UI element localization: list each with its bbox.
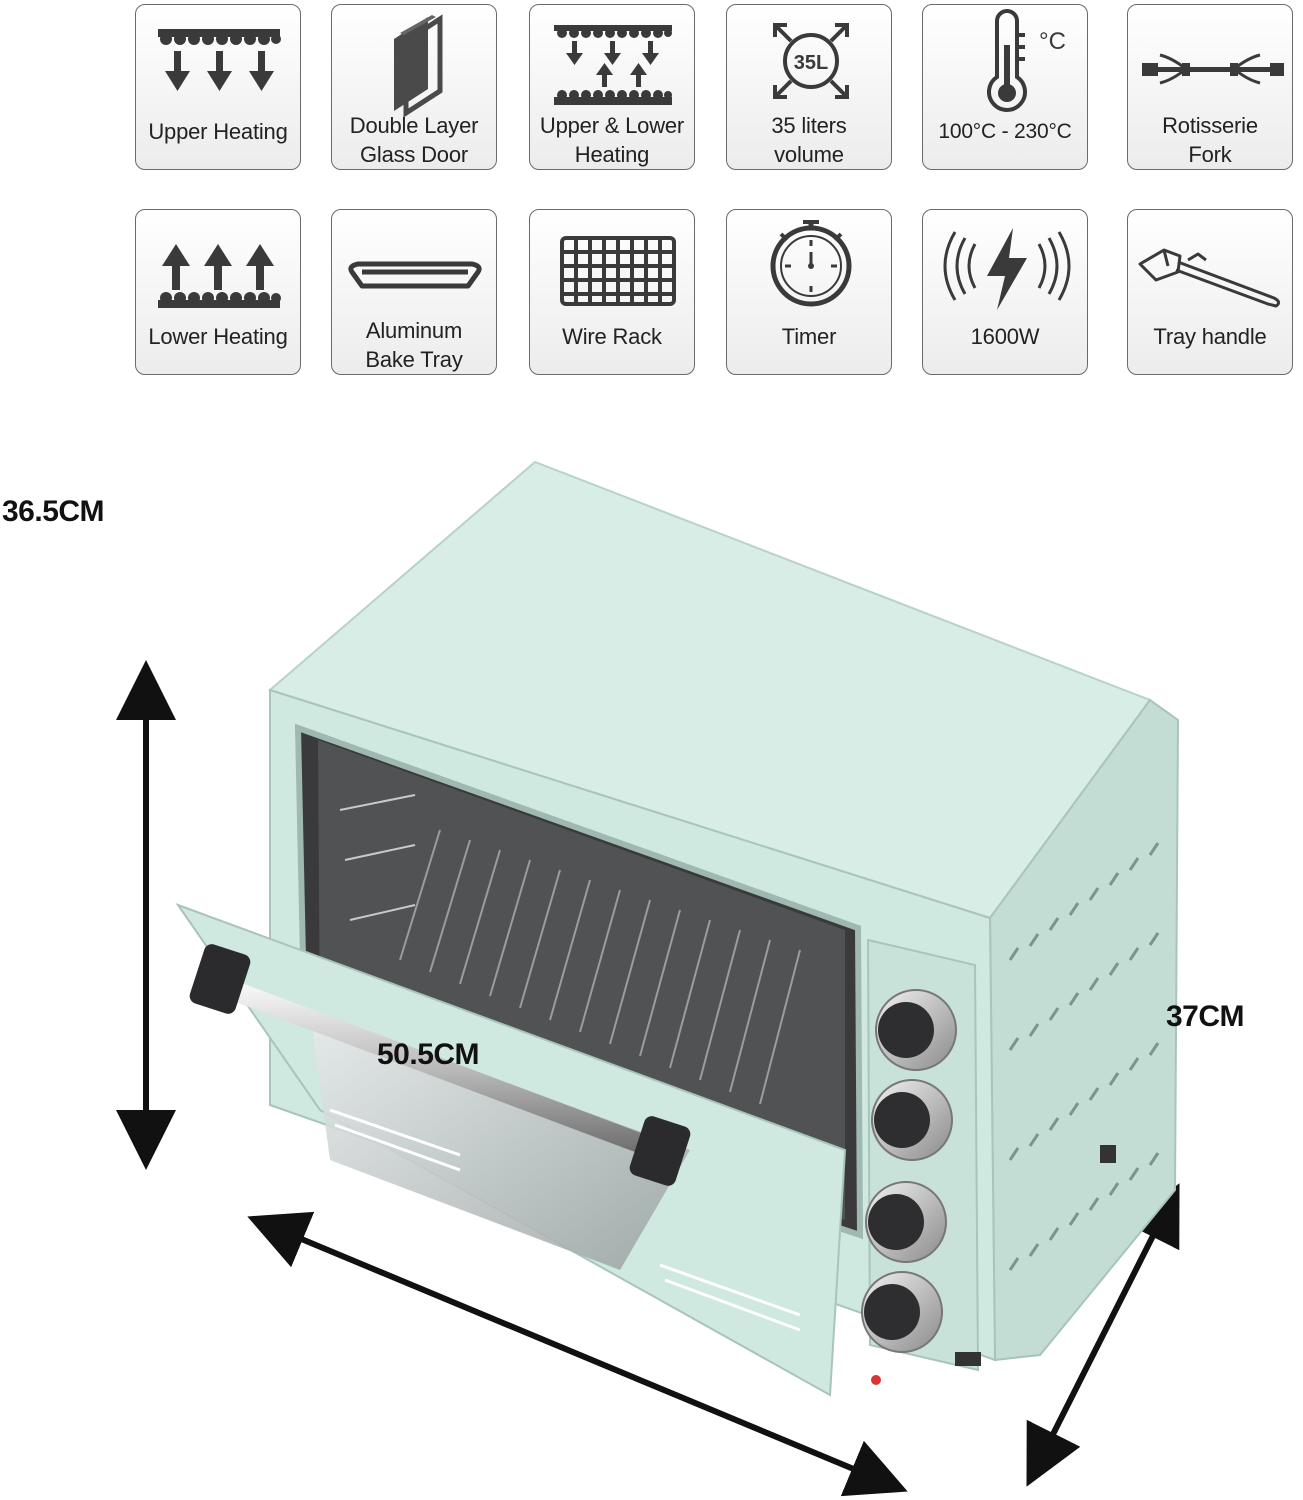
door-handle bbox=[189, 944, 691, 1186]
feature-tray-handle: Tray handle bbox=[1127, 209, 1293, 375]
feature-label: Double Layer Glass Door bbox=[349, 113, 479, 167]
feature-rotisserie-fork: Rotisserie Fork bbox=[1127, 4, 1293, 170]
timer-icon bbox=[770, 220, 852, 307]
oven-rack bbox=[399, 829, 801, 1105]
feature-glass-door: Double Layer Glass Door bbox=[331, 4, 497, 170]
control-knobs bbox=[861, 989, 957, 1385]
upper-heating-icon bbox=[158, 29, 281, 91]
feature-label: Lower Heating bbox=[148, 324, 288, 349]
width-dimension: 50.5CM bbox=[377, 1038, 480, 1071]
wire-rack-icon bbox=[560, 236, 676, 306]
rotisserie-fork-icon bbox=[1142, 53, 1284, 85]
width-arrow bbox=[247, 1211, 908, 1497]
feature-label: Upper Heating bbox=[148, 119, 288, 144]
feature-label: Aluminum Bake Tray bbox=[365, 318, 463, 372]
feature-label: Tray handle bbox=[1153, 324, 1267, 349]
depth-dimension: 37CM bbox=[1166, 1000, 1245, 1033]
tray-handle-icon bbox=[1138, 248, 1281, 308]
feature-upper-heating: Upper Heating bbox=[135, 4, 301, 170]
feature-wire-rack: Wire Rack bbox=[529, 209, 695, 375]
glass-door-icon bbox=[394, 14, 443, 118]
upper-lower-heating-icon bbox=[554, 25, 672, 105]
feature-temperature: °C 100°C - 230°C bbox=[922, 4, 1088, 170]
feature-label: Wire Rack bbox=[562, 324, 662, 349]
feature-timer: Timer bbox=[726, 209, 892, 375]
power-icon bbox=[943, 228, 1071, 310]
thermometer-icon: °C bbox=[987, 9, 1066, 112]
feature-volume: 35L 35 liters volume bbox=[726, 4, 892, 170]
height-dimension: 36.5CM bbox=[2, 495, 105, 528]
depth-arrow bbox=[1026, 1183, 1180, 1487]
feature-lower-heating: Lower Heating bbox=[135, 209, 301, 375]
feature-power: 1600W bbox=[922, 209, 1088, 375]
feature-label: Timer bbox=[781, 324, 837, 349]
side-vents bbox=[1008, 842, 1160, 1271]
feature-label: 100°C - 230°C bbox=[938, 120, 1072, 143]
feature-upper-lower-heating: Upper & Lower Heating bbox=[529, 4, 695, 170]
cavity-rails bbox=[339, 794, 416, 921]
volume-icon: 35L bbox=[773, 23, 849, 99]
feature-bake-tray: Aluminum Bake Tray bbox=[331, 209, 497, 375]
feature-label: 35 liters volume bbox=[771, 113, 847, 167]
volume-badge: 35L bbox=[794, 52, 828, 74]
toaster-oven-illustration bbox=[116, 460, 1180, 1497]
feature-label: Upper & Lower Heating bbox=[539, 113, 685, 167]
door-glass bbox=[310, 1010, 690, 1270]
lower-heating-icon bbox=[158, 244, 281, 308]
celsius-unit: °C bbox=[1039, 28, 1066, 55]
feature-label: 1600W bbox=[970, 324, 1040, 349]
feature-label: Rotisserie Fork bbox=[1162, 113, 1258, 167]
bake-tray-icon bbox=[348, 261, 482, 289]
